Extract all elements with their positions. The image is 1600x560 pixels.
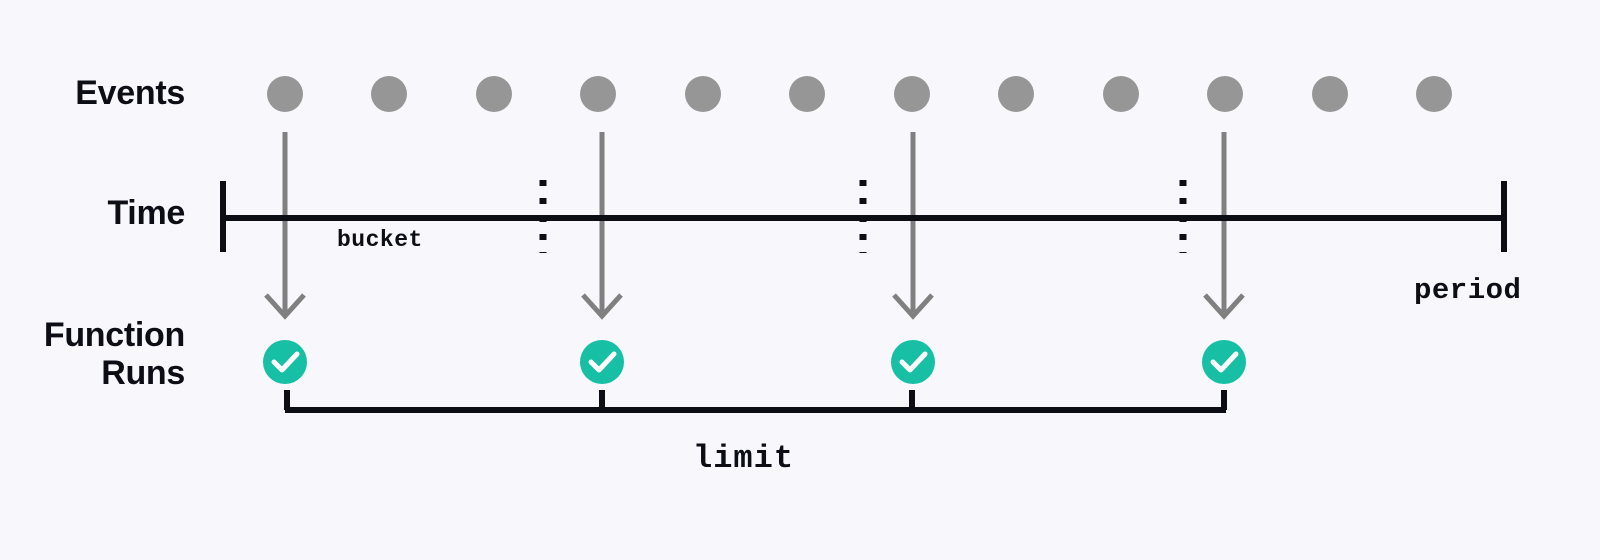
events-dot-group xyxy=(267,76,1452,112)
event-dot xyxy=(476,76,512,112)
period-label: period xyxy=(1414,274,1522,307)
trigger-arrow xyxy=(264,132,306,320)
event-dot xyxy=(1312,76,1348,112)
event-dot xyxy=(580,76,616,112)
trigger-arrow-head xyxy=(581,293,623,320)
function-run-group xyxy=(263,340,1246,384)
check-icon xyxy=(899,351,928,373)
check-icon xyxy=(1210,351,1239,373)
event-dot xyxy=(1207,76,1243,112)
trigger-arrow xyxy=(581,132,623,320)
event-dot xyxy=(1416,76,1452,112)
event-dot xyxy=(267,76,303,112)
events-row-label: Events xyxy=(75,74,185,112)
trigger-arrow-head xyxy=(264,293,306,320)
function-run-circle xyxy=(580,340,624,384)
function-run-circle xyxy=(1202,340,1246,384)
trigger-arrow-group xyxy=(264,132,1245,320)
trigger-arrow-head xyxy=(892,293,934,320)
bucket-divider-group xyxy=(539,180,1187,253)
function-run-badge[interactable] xyxy=(580,340,624,384)
check-icon xyxy=(271,351,300,373)
trigger-arrow xyxy=(892,132,934,320)
check-icon xyxy=(588,351,617,373)
function-run-badge[interactable] xyxy=(891,340,935,384)
event-dot xyxy=(894,76,930,112)
function-runs-row-label: Function Runs xyxy=(43,316,185,393)
event-dot xyxy=(998,76,1034,112)
limit-bracket xyxy=(284,390,1227,413)
limit-label: limit xyxy=(693,440,795,477)
function-run-badge[interactable] xyxy=(263,340,307,384)
function-run-circle xyxy=(891,340,935,384)
event-dot xyxy=(1103,76,1139,112)
function-run-circle xyxy=(263,340,307,384)
time-row-label: Time xyxy=(107,194,185,232)
event-dot xyxy=(371,76,407,112)
event-dot xyxy=(685,76,721,112)
trigger-arrow xyxy=(1203,132,1245,320)
bucket-label: bucket xyxy=(337,227,423,253)
event-dot xyxy=(789,76,825,112)
function-run-badge[interactable] xyxy=(1202,340,1246,384)
trigger-arrow-head xyxy=(1203,293,1245,320)
